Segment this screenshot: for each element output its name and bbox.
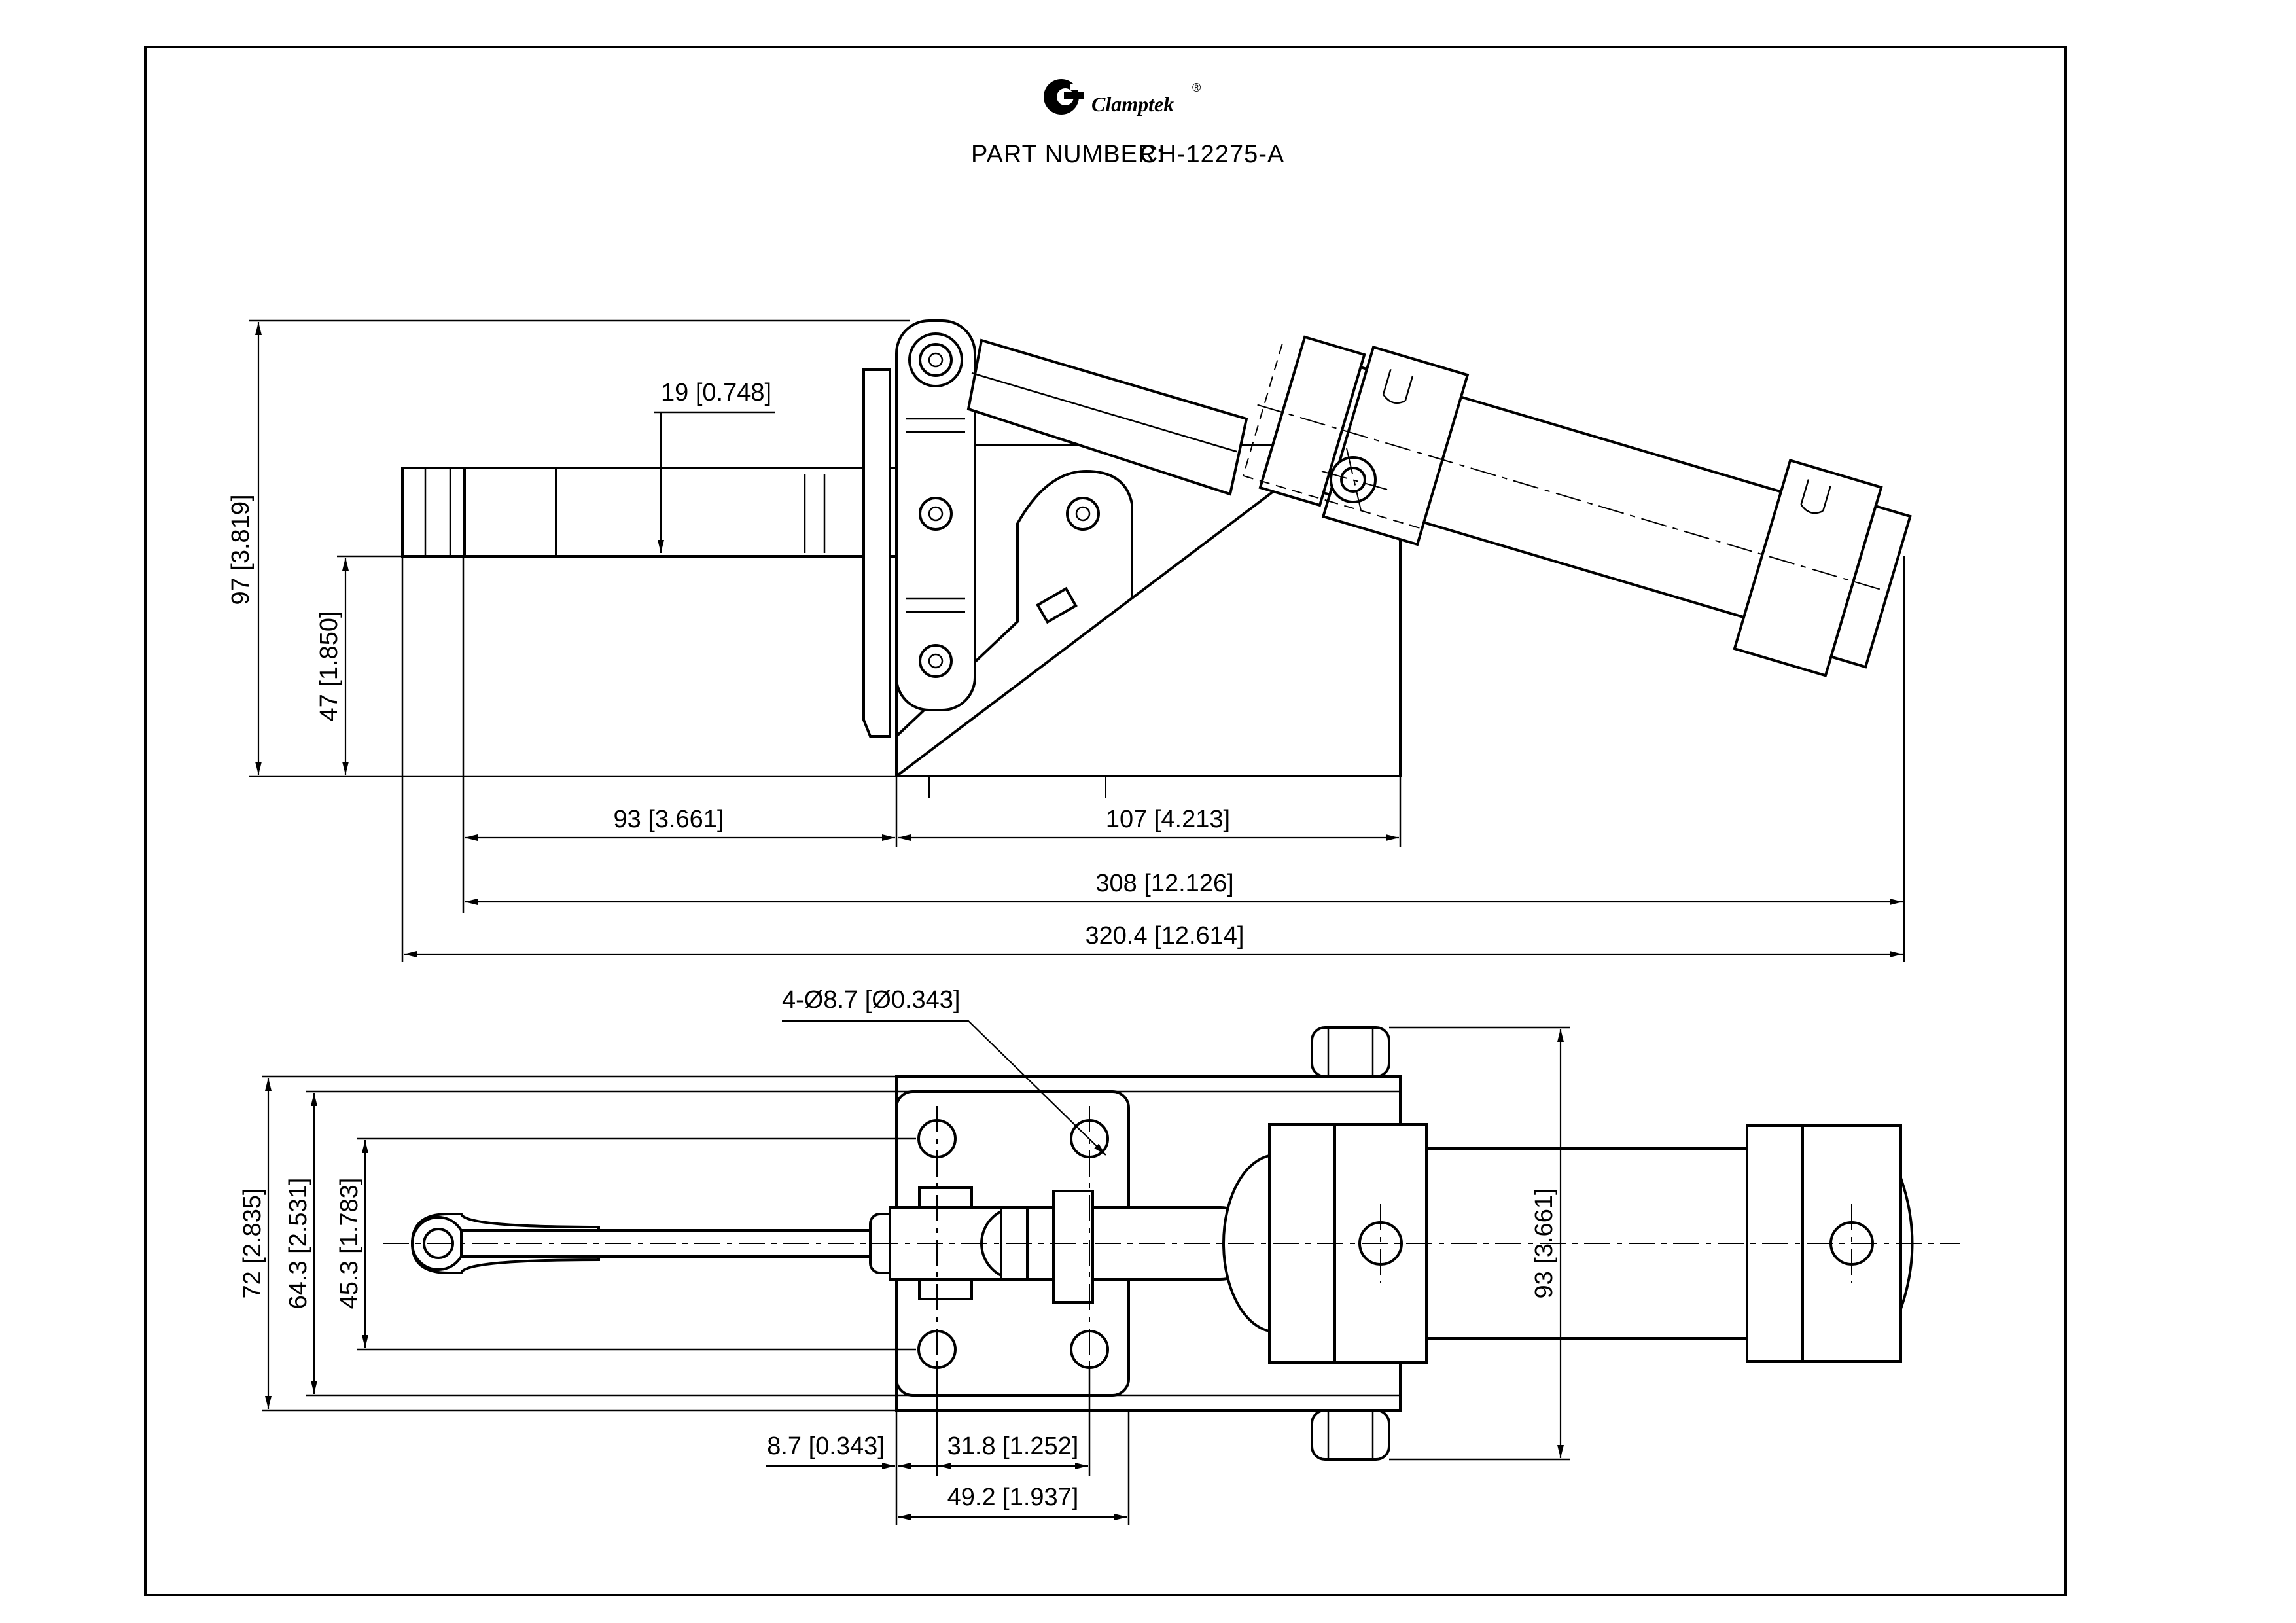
dim-handle-thickness: 19 [0.748] bbox=[661, 379, 771, 406]
part-number-label: PART NUMBER: bbox=[971, 141, 1164, 168]
dim-cylinder-width: 93 [3.661] bbox=[1530, 1188, 1558, 1298]
brand-name: Clamptek bbox=[1091, 92, 1174, 116]
pivot-pin bbox=[1066, 497, 1100, 531]
side-view: 97 [3.819] 47 [1.850] 19 [0.748] 93 [3.6… bbox=[227, 319, 1912, 962]
dim-handle-to-base: 93 [3.661] bbox=[613, 806, 724, 833]
dim-length-308: 308 [12.126] bbox=[1095, 870, 1233, 897]
dim-base-49-2: 49.2 [1.937] bbox=[947, 1484, 1079, 1511]
dim-edge-8-7: 8.7 [0.343] bbox=[767, 1433, 885, 1460]
trunnion-pin-top bbox=[1311, 1026, 1390, 1078]
dim-pitch-31-8: 31.8 [1.252] bbox=[947, 1433, 1079, 1460]
registered-mark: ® bbox=[1192, 81, 1201, 94]
dim-overall-length: 320.4 [12.614] bbox=[1086, 922, 1245, 950]
clamptek-logo bbox=[1044, 79, 1084, 115]
dim-base-length: 107 [4.213] bbox=[1106, 806, 1230, 833]
title-block: Clamptek ® PART NUMBER: CH-12275-A bbox=[971, 79, 1284, 168]
piston-rod bbox=[966, 338, 1248, 496]
top-view: 4-Ø8.7 [Ø0.343] 72 [2.835] 64.3 [2.531] … bbox=[239, 986, 1960, 1525]
part-number-value: CH-12275-A bbox=[1140, 141, 1284, 168]
drawing-border bbox=[144, 46, 2067, 1596]
dim-hole-callout: 4-Ø8.7 [Ø0.343] bbox=[782, 986, 961, 1014]
trunnion-pin-bottom bbox=[1311, 1409, 1390, 1461]
hole-leader bbox=[782, 1020, 1106, 1156]
dim-width-72: 72 [2.835] bbox=[239, 1188, 266, 1298]
dim-overall-height: 97 [3.819] bbox=[227, 494, 255, 605]
dim-handle-height: 47 [1.850] bbox=[315, 611, 343, 721]
dim-width-45: 45.3 [1.783] bbox=[336, 1178, 363, 1310]
dim-width-64: 64.3 [2.531] bbox=[285, 1178, 312, 1310]
